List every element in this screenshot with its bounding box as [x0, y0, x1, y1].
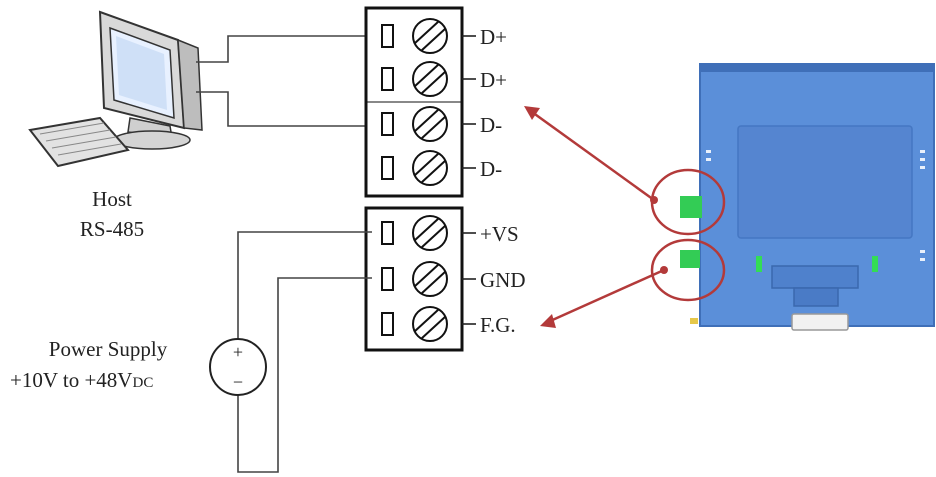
terminal-screw-icon	[412, 215, 448, 251]
terminal-label: GND	[480, 268, 526, 292]
callout-arrowheads	[524, 106, 668, 328]
power-voltage-label: +10V to +48VDC	[10, 368, 153, 392]
host-protocol-label: RS-485	[80, 217, 144, 241]
terminal-label: D-	[480, 113, 502, 137]
terminal-slot	[381, 267, 394, 291]
terminal-slot	[381, 221, 394, 245]
host-wires	[196, 35, 372, 127]
terminal-slot	[381, 312, 394, 336]
device-module	[680, 63, 935, 331]
screw-slot-line	[420, 315, 447, 340]
terminal-label: +VS	[480, 222, 519, 246]
host-label: Host	[92, 187, 132, 211]
terminal-rows: D+ D+ D- D- +VS GND F.G.	[381, 18, 526, 342]
callout-arrows	[531, 110, 726, 324]
terminal-screw-icon	[412, 106, 448, 142]
power-supply-label: Power Supply	[49, 337, 168, 361]
screw-slot-line	[413, 63, 440, 88]
terminal-screw-icon	[412, 150, 448, 186]
terminal-slot	[381, 156, 394, 180]
terminal-slot	[381, 24, 394, 48]
terminal-screw-icon	[412, 61, 448, 97]
power-wires	[237, 231, 372, 473]
screw-slot-line	[413, 20, 440, 45]
host-computer-icon	[28, 10, 203, 168]
terminal-slot	[381, 67, 394, 91]
terminal-screw-icon	[412, 18, 448, 54]
screw-slot-line	[420, 159, 447, 184]
power-minus-sign: −	[233, 372, 243, 392]
terminal-slot	[381, 112, 394, 136]
screw-slot-line	[413, 152, 440, 177]
screw-slot-line	[413, 263, 440, 288]
terminal-label: D-	[480, 157, 502, 181]
screw-slot-line	[420, 224, 447, 249]
screw-slot-line	[413, 217, 440, 242]
screw-slot-line	[420, 115, 447, 140]
terminal-screw-icon	[412, 306, 448, 342]
screw-slot-line	[420, 270, 447, 295]
power-plus-sign: +	[233, 342, 243, 362]
terminal-screw-icon	[412, 261, 448, 297]
screw-slot-line	[420, 70, 447, 95]
power-supply-symbol: + −	[209, 338, 267, 396]
screw-slot-line	[420, 27, 447, 52]
screw-slot-line	[413, 108, 440, 133]
terminal-label: F.G.	[480, 313, 516, 337]
terminal-label: D+	[480, 68, 507, 92]
screw-slot-line	[413, 308, 440, 333]
terminal-label: D+	[480, 25, 507, 49]
